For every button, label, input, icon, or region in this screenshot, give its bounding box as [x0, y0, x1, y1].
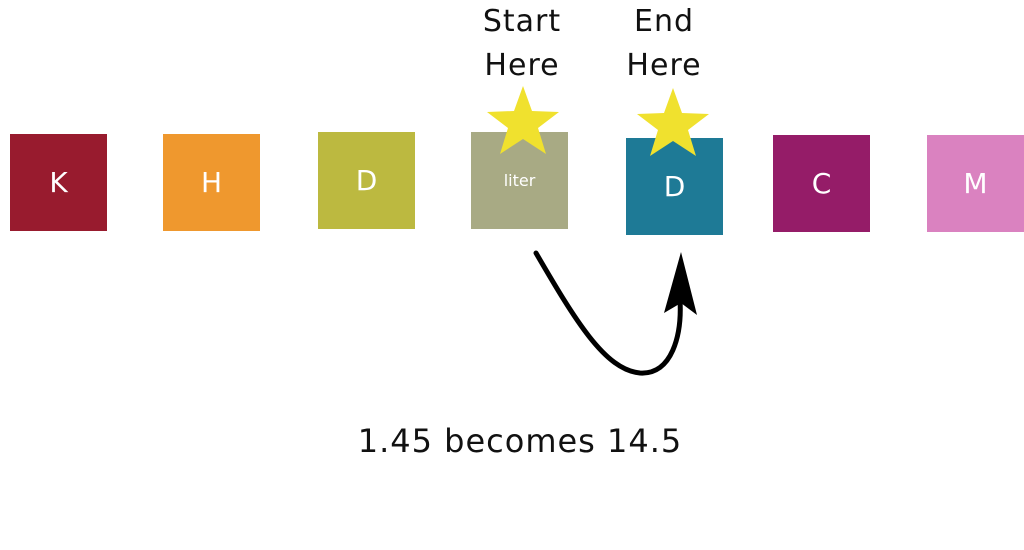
label-start-line2: Here: [484, 48, 560, 83]
box-liter: liter: [471, 132, 568, 229]
box-d-end: D: [626, 138, 723, 235]
label-start: Start Here: [452, 0, 592, 88]
curved-arrow-icon: [533, 250, 683, 376]
box-k-text: K: [49, 166, 68, 199]
box-d-text: D: [355, 164, 378, 197]
label-end-line2: Here: [626, 48, 702, 83]
label-end-line1: End: [633, 4, 694, 39]
label-end: End Here: [594, 0, 734, 88]
box-h-text: H: [200, 166, 223, 199]
box-m-text: M: [963, 167, 988, 200]
box-m: M: [927, 135, 1024, 232]
star-icon-end: [637, 88, 709, 156]
arrowhead-icon: [664, 252, 697, 315]
box-c-text: C: [811, 167, 832, 200]
star-icon-start: [487, 86, 559, 154]
box-k: K: [10, 134, 107, 231]
box-h: H: [163, 134, 260, 231]
box-c: C: [773, 135, 870, 232]
box-d: D: [318, 132, 415, 229]
caption: 1.45 becomes 14.5: [357, 422, 683, 460]
label-start-line1: Start: [482, 4, 562, 39]
box-d-end-text: D: [663, 170, 686, 203]
box-liter-text: liter: [503, 171, 536, 190]
